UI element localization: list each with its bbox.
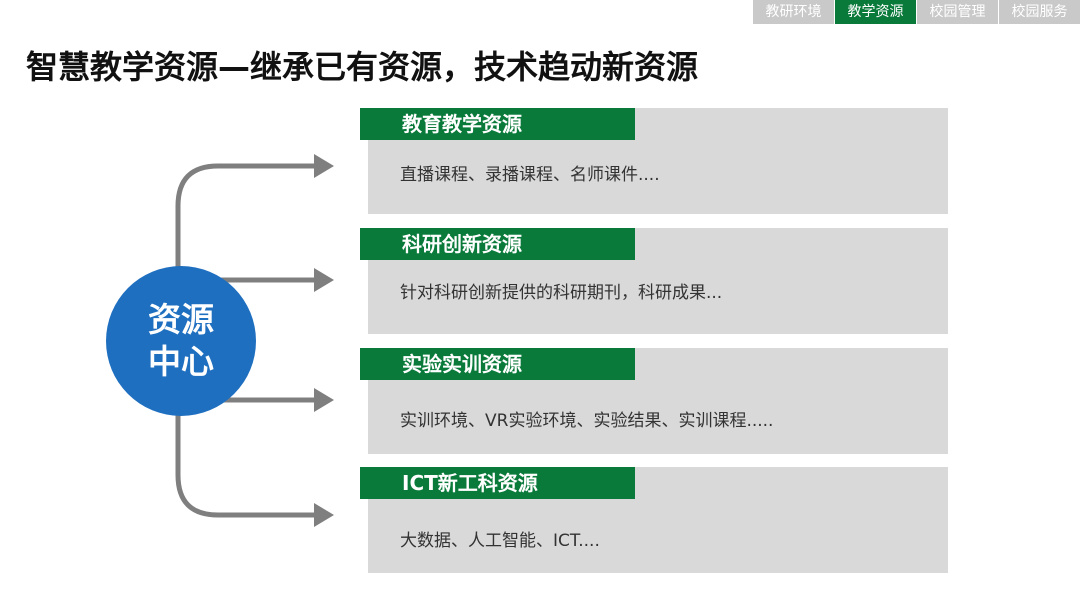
- arrowhead-4: [314, 503, 334, 527]
- top-nav: 教研环境 教学资源 校园管理 校园服务: [752, 0, 1080, 24]
- nav-tab-campus-management[interactable]: 校园管理: [916, 0, 998, 24]
- arrowhead-3: [314, 388, 334, 412]
- resource-desc-ict: 大数据、人工智能、ICT....: [400, 531, 600, 551]
- page-title: 智慧教学资源—继承已有资源，技术趋动新资源: [26, 48, 699, 86]
- resource-desc-research: 针对科研创新提供的科研期刊，科研成果...: [400, 283, 723, 303]
- nav-tab-teaching-resources[interactable]: 教学资源: [834, 0, 916, 24]
- connector-curve-bottom: [175, 405, 321, 518]
- nav-tab-teaching-environment[interactable]: 教研环境: [752, 0, 834, 24]
- arrowhead-2: [314, 268, 334, 292]
- hub-label-line1: 资源: [148, 300, 214, 339]
- connector-curve-top: [175, 163, 321, 285]
- resource-desc-lab: 实训环境、VR实验环境、实验结果、实训课程.....: [400, 411, 774, 431]
- arrowhead-1: [314, 154, 334, 178]
- resource-desc-teaching: 直播课程、录播课程、名师课件....: [400, 165, 660, 185]
- resource-title-research: 科研创新资源: [360, 228, 635, 260]
- hub-label-line2: 中心: [148, 342, 214, 381]
- resource-title-lab: 实验实训资源: [360, 348, 635, 380]
- resource-title-ict: ICT新工科资源: [360, 467, 635, 499]
- nav-tab-campus-services[interactable]: 校园服务: [998, 0, 1080, 24]
- resource-center-hub: 资源 中心: [106, 266, 256, 416]
- resource-title-teaching: 教育教学资源: [360, 108, 635, 140]
